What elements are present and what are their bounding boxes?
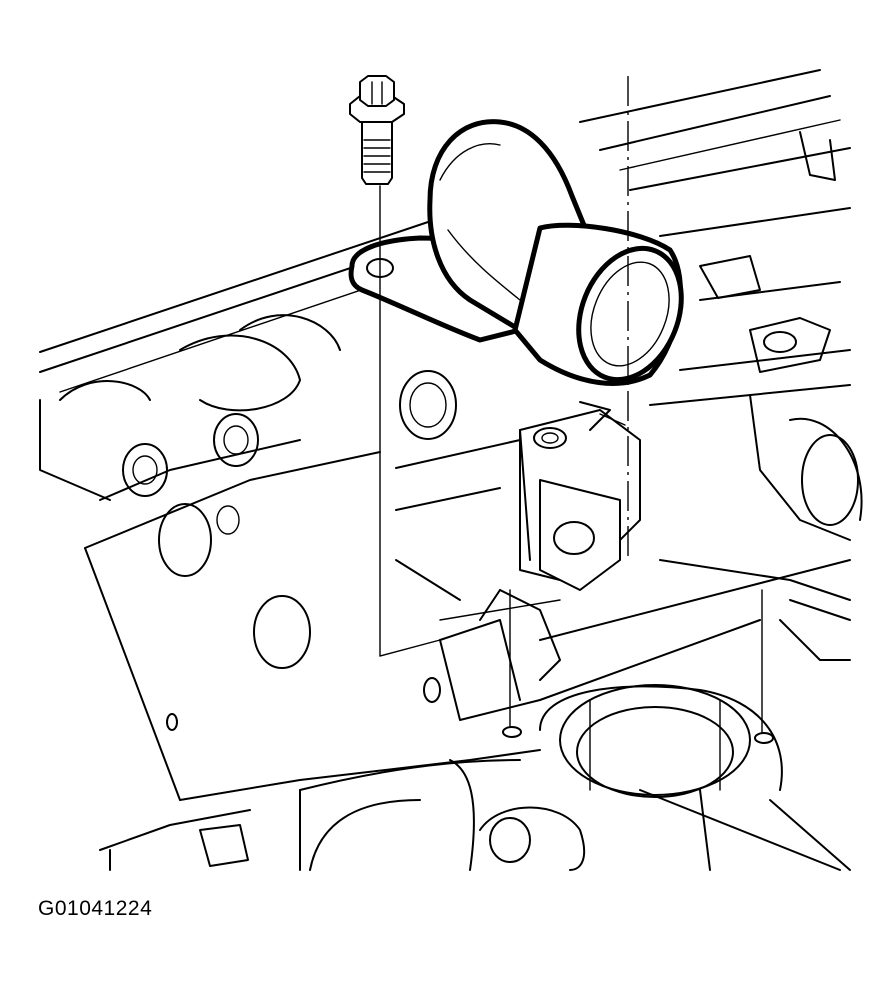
thermostat-housing (479, 401, 641, 681)
water-outlet-housing (348, 119, 684, 386)
flange-bolt-holes (502, 726, 774, 744)
alignment-lines (379, 76, 763, 735)
engine-block (39, 69, 863, 871)
bolt (349, 75, 405, 185)
figure-id-label: G01041224 (38, 897, 153, 920)
